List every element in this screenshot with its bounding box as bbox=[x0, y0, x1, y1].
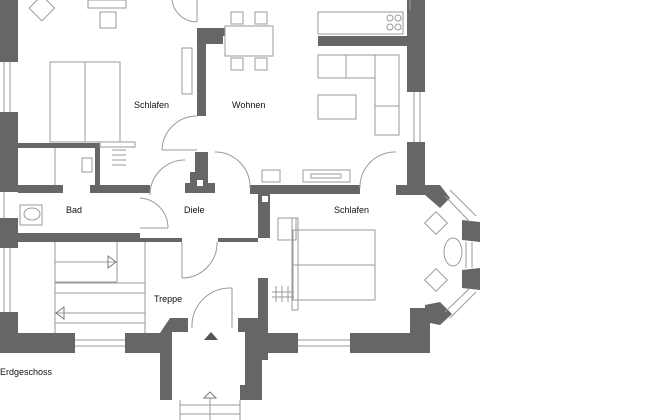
furniture-bad bbox=[19, 148, 56, 226]
room-label-schlafen-right: Schlafen bbox=[334, 205, 369, 215]
walls bbox=[0, 0, 480, 400]
furniture-wohnen bbox=[224, 11, 404, 183]
floor-title: Erdgeschoss bbox=[0, 367, 53, 377]
room-label-treppe: Treppe bbox=[154, 294, 182, 304]
room-label-schlafen-left: Schlafen bbox=[134, 100, 169, 110]
furniture-schlafen-right bbox=[272, 210, 463, 311]
stairs bbox=[54, 242, 241, 420]
entrance-arrow-icon bbox=[204, 332, 218, 340]
room-label-diele: Diele bbox=[184, 205, 205, 215]
doors bbox=[139, 0, 397, 329]
room-label-bad: Bad bbox=[66, 205, 82, 215]
furniture-schlafen-left bbox=[28, 0, 193, 173]
windows bbox=[3, 0, 477, 347]
room-label-wohnen: Wohnen bbox=[232, 100, 265, 110]
